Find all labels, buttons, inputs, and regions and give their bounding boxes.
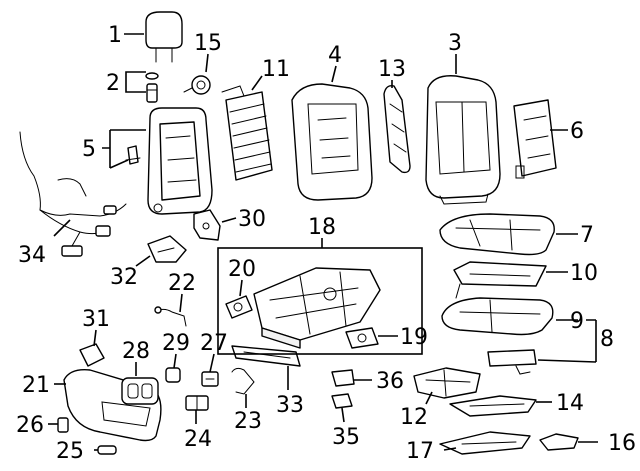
callout-20: 20	[228, 257, 256, 282]
part-lower-bracket	[413, 367, 481, 399]
part-plate	[449, 395, 537, 417]
part-clip-35	[331, 393, 353, 409]
part-wire	[231, 367, 255, 395]
callout-15: 15	[194, 31, 222, 56]
callout-35: 35	[332, 425, 360, 450]
part-seatback-frame	[147, 107, 213, 215]
callout-29: 29	[162, 331, 190, 356]
part-seat-cover	[441, 297, 554, 336]
callout-26: 26	[16, 413, 44, 438]
callout-32: 32	[110, 265, 138, 290]
part-rear-panel	[513, 99, 557, 179]
part-seatback-clip	[125, 145, 141, 165]
part-adjuster-motor	[225, 295, 253, 319]
part-plug	[57, 417, 69, 433]
callout-10: 10	[570, 261, 598, 286]
part-headrest-guide	[145, 72, 159, 103]
part-clip	[147, 235, 187, 263]
part-small-bracket	[79, 343, 105, 367]
callout-13: 13	[378, 57, 406, 82]
leader-lines	[48, 33, 598, 451]
callout-34: 34	[18, 243, 46, 268]
callout-4: 4	[328, 43, 342, 68]
callout-16: 16	[608, 431, 636, 456]
callout-21: 21	[22, 373, 50, 398]
part-headrest	[145, 11, 183, 63]
callout-7: 7	[580, 223, 594, 248]
callout-14: 14	[556, 391, 584, 416]
callout-12: 12	[400, 405, 428, 430]
part-cable	[154, 306, 187, 327]
callout-31: 31	[82, 307, 110, 332]
callout-24: 24	[184, 427, 212, 452]
part-wiring-harness	[19, 131, 127, 257]
part-seatback-cushion	[291, 83, 373, 201]
part-clip-36	[331, 369, 355, 387]
callout-22: 22	[168, 271, 196, 296]
part-seat-switch	[121, 377, 159, 405]
callout-2: 2	[106, 71, 120, 96]
callout-8: 8	[600, 327, 614, 352]
part-seatback-cover	[425, 75, 501, 205]
callout-28: 28	[122, 339, 150, 364]
part-seat-cushion	[439, 213, 555, 256]
callout-18-group-box	[217, 247, 423, 355]
callout-numbers: 1 2 3 4 5 6 7 8 9 10 11 12 13 14 15 16 1…	[16, 23, 636, 464]
part-cap	[97, 445, 117, 455]
part-trim-strip	[231, 345, 301, 367]
callout-17: 17	[406, 439, 434, 464]
callout-30: 30	[238, 207, 266, 232]
part-base-plate	[439, 431, 531, 455]
part-side-bolster	[383, 84, 411, 174]
callout-5: 5	[82, 137, 96, 162]
part-end-bracket	[539, 433, 579, 451]
part-bracket	[193, 209, 221, 241]
part-seat-adjuster	[253, 267, 381, 349]
callout-6: 6	[570, 119, 584, 144]
callout-25: 25	[56, 439, 84, 464]
callout-1: 1	[108, 23, 122, 48]
callout-18: 18	[308, 215, 336, 240]
part-heater-pad	[487, 349, 537, 375]
callout-33: 33	[276, 393, 304, 418]
part-seat-pan-plate	[453, 261, 547, 299]
part-recliner-motor	[345, 327, 379, 349]
callout-23: 23	[234, 409, 262, 434]
part-button	[185, 395, 209, 411]
part-round-fastener	[183, 75, 211, 95]
callout-27: 27	[200, 331, 228, 356]
callout-3: 3	[448, 31, 462, 56]
callout-19: 19	[400, 325, 428, 350]
part-spring-mat	[221, 85, 273, 181]
callout-11: 11	[262, 57, 290, 82]
callout-9: 9	[570, 309, 584, 334]
callout-36: 36	[376, 369, 404, 394]
part-small-switch	[201, 371, 219, 387]
part-knob	[165, 367, 181, 383]
